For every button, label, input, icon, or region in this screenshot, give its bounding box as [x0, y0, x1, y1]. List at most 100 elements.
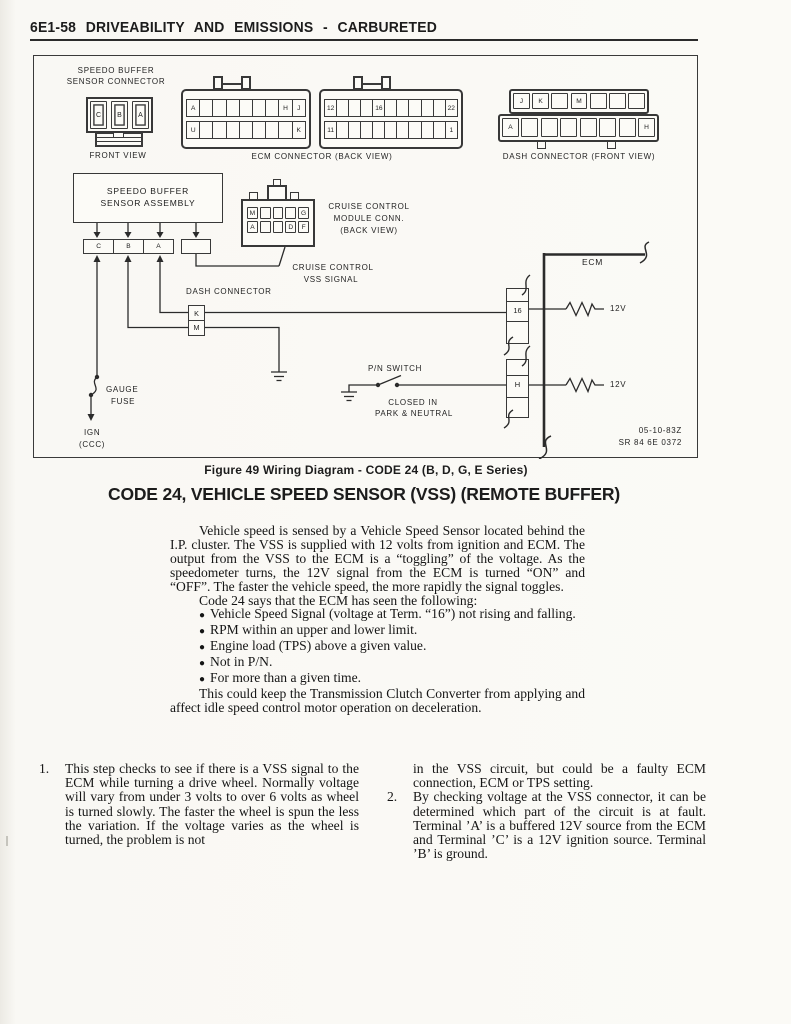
- voltage-label-bottom: 12V: [610, 380, 627, 389]
- stamp-line-1: 05-10-83Z: [638, 426, 682, 435]
- resistor-12v-top: [529, 300, 604, 318]
- body-paragraph-2: Code 24 says that the ECM has seen the f…: [199, 592, 478, 608]
- assembly-label-2: SENSOR ASSEMBLY: [100, 198, 196, 208]
- connector-cell: A: [132, 101, 149, 129]
- connector-cell: 1: [444, 121, 458, 139]
- bullet-item: ●Not in P/N.: [170, 655, 585, 671]
- body-paragraph-3: This could keep the Transmission Clutch …: [170, 685, 585, 715]
- bullet-item: ● Vehicle Speed Signal (voltage at Term. …: [170, 607, 585, 623]
- ign-label-2: (CCC): [79, 440, 106, 449]
- connector-cell: [521, 118, 539, 137]
- connector-cell: [259, 207, 271, 219]
- cruise-conn-label-2: MODULE CONN.: [333, 214, 405, 223]
- dash-front-label: DASH CONNECTOR (FRONT VIEW): [502, 152, 656, 161]
- connector-cell: [628, 93, 646, 109]
- connector-cell: U: [186, 121, 201, 139]
- gauge-fuse-label-1: GAUGE: [106, 385, 139, 394]
- connector-cell: K: [291, 121, 306, 139]
- pn-closed-label-1: CLOSED IN: [388, 398, 438, 407]
- cruise-conn-label-1: CRUISE CONTROL: [328, 202, 410, 211]
- connector-cell: C: [90, 101, 107, 129]
- scan-artifact: [6, 836, 8, 846]
- wire-b-to-m: [127, 262, 188, 329]
- speedo-connector-label-2: SENSOR CONNECTOR: [66, 77, 166, 86]
- connector-cell: A: [502, 118, 519, 137]
- ecm-terminal-strip-h: H: [506, 359, 529, 418]
- connector-cell: J: [513, 93, 530, 109]
- pn-switch-label: P/N SWITCH: [368, 364, 423, 373]
- bullet-item: ●Engine load (TPS) above a given value.: [170, 639, 585, 655]
- bullet-icon: ●: [199, 642, 206, 654]
- pn-closed-label-2: PARK & NEUTRAL: [374, 409, 454, 418]
- wiring-lines-layer: [87, 223, 650, 459]
- speedo-connector-label-1: SPEEDO BUFFER: [77, 66, 155, 75]
- bullet-text: For more than a given time.: [210, 670, 362, 686]
- bullet-icon: ●: [199, 658, 206, 670]
- bullet-item: ● For more than a given time.: [170, 671, 585, 687]
- header-rule: [30, 39, 698, 41]
- connector-cell: [618, 118, 636, 137]
- bullet-text: Vehicle Speed Signal (voltage at Term. “…: [210, 606, 576, 622]
- wire-a-to-k: [159, 262, 188, 314]
- ecm-block2-tab-left: [353, 76, 363, 90]
- bullet-icon: ●: [199, 610, 206, 622]
- resistor-12v-bottom: [529, 376, 604, 394]
- connector-cell: M: [570, 93, 588, 109]
- ecm-terminal-strip-16: 16: [506, 288, 529, 344]
- body-text: Vehicle speed is sensed by a Vehicle Spe…: [170, 524, 585, 715]
- bullet-text: RPM within an upper and lower limit.: [210, 622, 418, 638]
- cruise-vss-label-1: CRUISE CONTROL: [292, 263, 374, 272]
- ecm-block1-tab-left: [213, 76, 223, 90]
- cruise-vss-label-2: VSS SIGNAL: [303, 275, 359, 284]
- ign-arrow: [87, 414, 95, 421]
- steps-column-1: 1. This step checks to see if there is a…: [38, 761, 359, 847]
- step-2: 2. By checking voltage at the VSS connec…: [386, 790, 706, 861]
- ign-label-1: IGN: [84, 428, 101, 437]
- assembly-output-wires: [96, 223, 197, 232]
- step-1: 1. This step checks to see if there is a…: [38, 761, 359, 847]
- connector-cell: [579, 118, 597, 137]
- connector-cell: C: [83, 239, 115, 254]
- connector-cell: [599, 118, 617, 137]
- terminal-h: H: [514, 380, 521, 389]
- section-title: CODE 24, VEHICLE SPEED SENSOR (VSS) (REM…: [108, 484, 620, 504]
- connector-cell: F: [298, 221, 309, 233]
- bullet-item: ● RPM within an upper and lower limit.: [170, 623, 585, 639]
- connector-cell: [285, 207, 297, 219]
- wire-cruise-d-pin: [278, 246, 286, 267]
- connector-cell: G: [298, 207, 309, 219]
- ground-symbol-1: [271, 371, 287, 382]
- connector-cell: H: [638, 118, 655, 137]
- wire-m-to-ground: [205, 326, 280, 372]
- wires: [90, 223, 650, 459]
- bullet-icon: ●: [199, 674, 206, 686]
- connector-cell: B: [111, 101, 128, 129]
- cruise-conn-label-3: (BACK VIEW): [340, 226, 398, 235]
- connector-cell: K: [188, 305, 205, 322]
- ecm-connector-block2: [319, 89, 463, 149]
- connector-cell: A: [142, 239, 175, 254]
- speedo-connector-base: [95, 133, 143, 147]
- ecm-break-squiggle-bottom: [538, 435, 552, 459]
- pn-switch-circuit: [348, 374, 506, 392]
- ecm-block1-tab-bridge: [223, 83, 241, 85]
- dash-mid-label: DASH CONNECTOR: [186, 287, 272, 296]
- assembly-text: SPEEDO BUFFER SENSOR ASSEMBLY: [74, 185, 222, 209]
- ecm-label: ECM: [582, 257, 603, 267]
- stamp-line-2: SR 84 6E 0372: [618, 438, 682, 447]
- connector-cell: [540, 118, 558, 137]
- ground-symbol-2: [341, 391, 357, 402]
- step-1-continued-text: in the VSS circuit, but could be a fault…: [413, 761, 706, 791]
- step-1-continued: in the VSS circuit, but could be a fault…: [386, 761, 706, 791]
- sensor-assembly-box: SPEEDO BUFFER SENSOR ASSEMBLY: [73, 173, 223, 223]
- bullet-icon: ●: [199, 626, 206, 638]
